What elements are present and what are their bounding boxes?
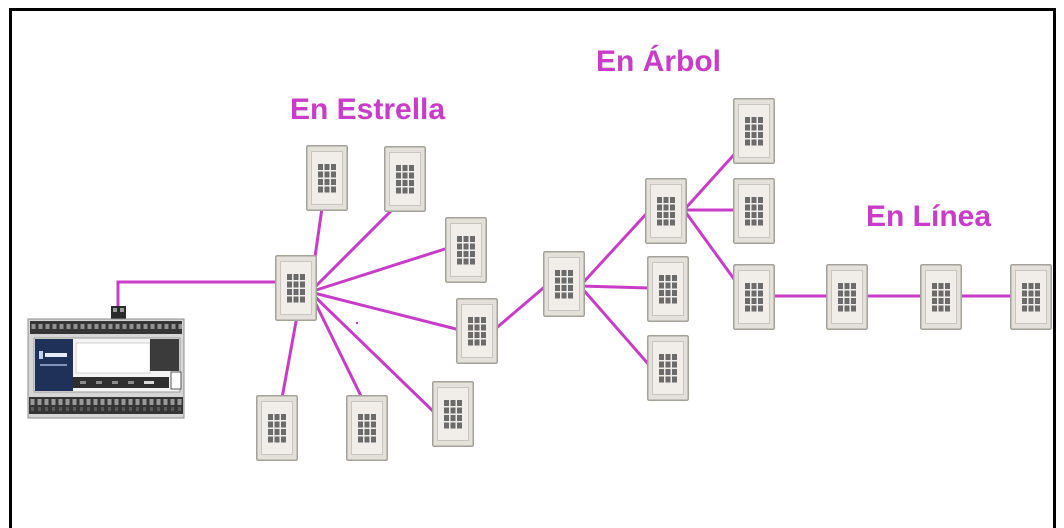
tree-topology-label: En Árbol [596, 44, 721, 78]
star-spoke-2-keypad-icon [384, 146, 426, 212]
controller-port [170, 371, 182, 390]
star-spoke-4-keypad-icon [456, 298, 498, 364]
link-star-spoke-2 [308, 206, 396, 294]
link-star-spoke-5 [308, 290, 438, 416]
controller-icon [27, 306, 185, 419]
star-spoke-3-keypad-icon [445, 217, 487, 283]
tree-branch-upper-keypad-icon [645, 178, 687, 244]
line-2-keypad-icon [920, 264, 962, 330]
controller-status-led [80, 381, 86, 384]
tree-leaf-top-keypad-icon [733, 98, 775, 164]
line-3-keypad-icon [1010, 264, 1052, 330]
controller-logo-mark [39, 351, 43, 359]
controller-status-led [112, 381, 118, 384]
line-topology-label: En Línea [866, 200, 991, 233]
controller-connector-pin [113, 308, 117, 312]
controller-top-terminals [30, 321, 182, 334]
link-tree-root-lower [578, 285, 652, 367]
link-tree-root-upper [578, 210, 650, 288]
controller-connector-pin [120, 308, 124, 312]
controller-logo-wordmark [45, 353, 67, 357]
link-star-spoke-6 [308, 291, 364, 399]
star-hub-keypad-icon [275, 255, 317, 321]
link-star-spoke-4 [309, 290, 461, 332]
star-spoke-6-keypad-icon [346, 395, 388, 461]
tree-leaf-middle-keypad-icon [733, 178, 775, 244]
star-topology-label: En Estrella [290, 93, 445, 126]
star-spoke-5-keypad-icon [432, 381, 474, 447]
connection-links [116, 146, 1030, 416]
stray-dot [355, 321, 359, 325]
tree-branch-lower-keypad-icon [647, 335, 689, 401]
controller-button-strip [73, 377, 169, 388]
star-spoke-1-keypad-icon [306, 145, 348, 211]
controller-status-led [96, 381, 102, 384]
link-controller-to-star-hub [116, 280, 282, 312]
frame-border [9, 8, 1056, 528]
star-spoke-7-keypad-icon [256, 395, 298, 461]
tree-leaf-lower-keypad-icon [733, 264, 775, 330]
link-tree-leaf-lower [682, 209, 744, 291]
controller-status-led [144, 381, 154, 384]
tree-branch-middle-keypad-icon [647, 256, 689, 322]
tree-root-keypad-icon [543, 251, 585, 317]
link-star-to-tree-root [493, 282, 549, 332]
controller-bottom-terminals [29, 397, 183, 414]
controller-status-led [128, 381, 134, 384]
link-tree-leaf-top [682, 146, 742, 212]
controller-display [75, 342, 151, 374]
controller-logo-tagline [40, 364, 67, 366]
link-tree-root-middle [579, 284, 651, 290]
controller-side-module [150, 339, 179, 371]
link-star-spoke-3 [309, 246, 449, 294]
line-1-keypad-icon [826, 264, 868, 330]
